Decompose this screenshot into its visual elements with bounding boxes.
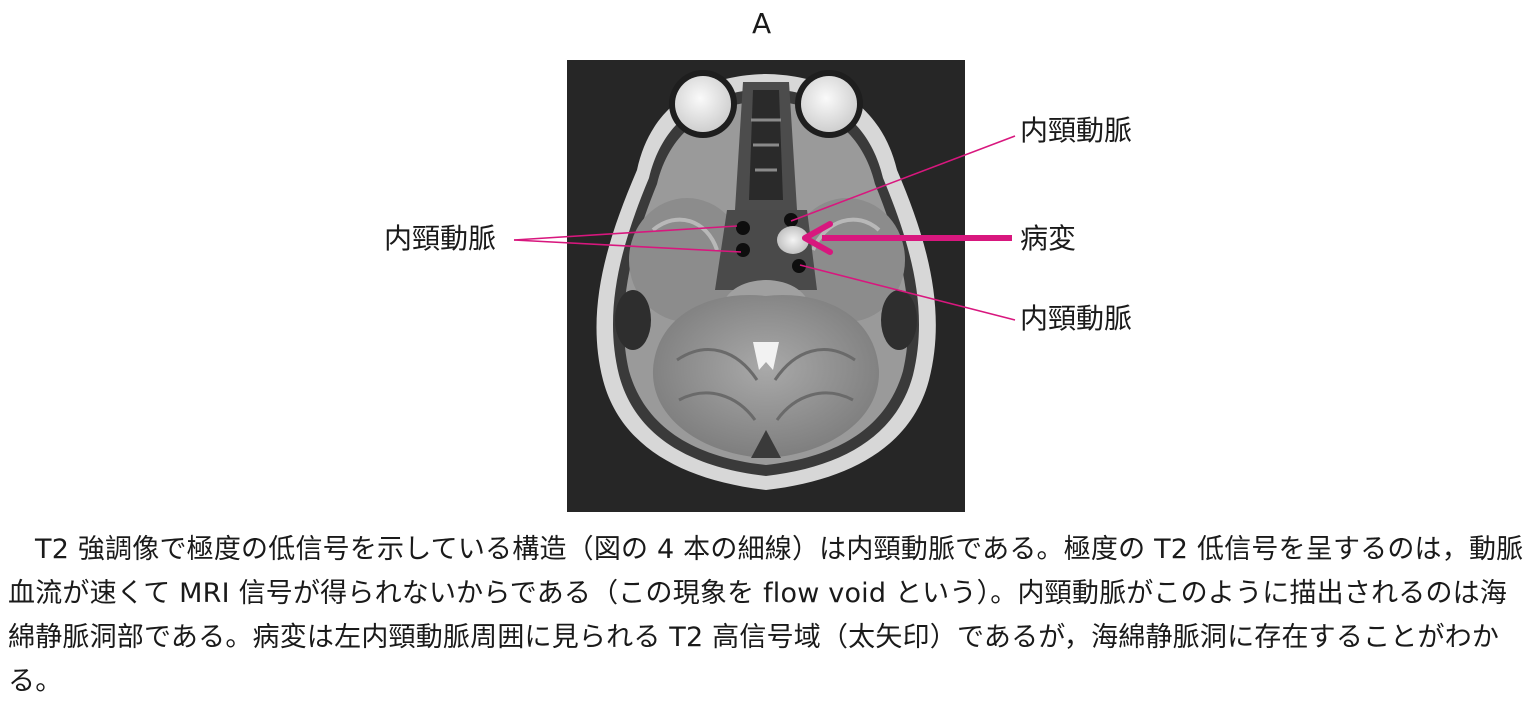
pointer-line-bottom-right bbox=[799, 264, 1016, 321]
figure-panel-label: A bbox=[752, 7, 772, 40]
label-lesion: 病変 bbox=[1020, 222, 1077, 255]
label-internal-carotid-left: 内頸動脈 bbox=[384, 222, 497, 255]
lesion-high-signal bbox=[777, 226, 809, 254]
figure-caption: T2 強調像で極度の低信号を示している構造（図の 4 本の細線）は内頸動脈である… bbox=[8, 534, 1524, 697]
lesion-thick-arrow bbox=[802, 221, 1012, 255]
label-internal-carotid-top-right: 内頸動脈 bbox=[1020, 114, 1133, 147]
cerebellum bbox=[652, 294, 880, 458]
mri-axial-image bbox=[567, 60, 965, 512]
fourth-ventricle bbox=[753, 342, 779, 370]
mri-drawing bbox=[596, 70, 936, 490]
pointer-line-left-upper bbox=[513, 225, 738, 241]
left-temporal-lobe bbox=[629, 198, 745, 322]
pointer-line-top-right bbox=[790, 135, 1016, 222]
label-internal-carotid-bottom-right: 内頸動脈 bbox=[1020, 302, 1133, 335]
pointer-line-left-lower bbox=[513, 239, 742, 253]
